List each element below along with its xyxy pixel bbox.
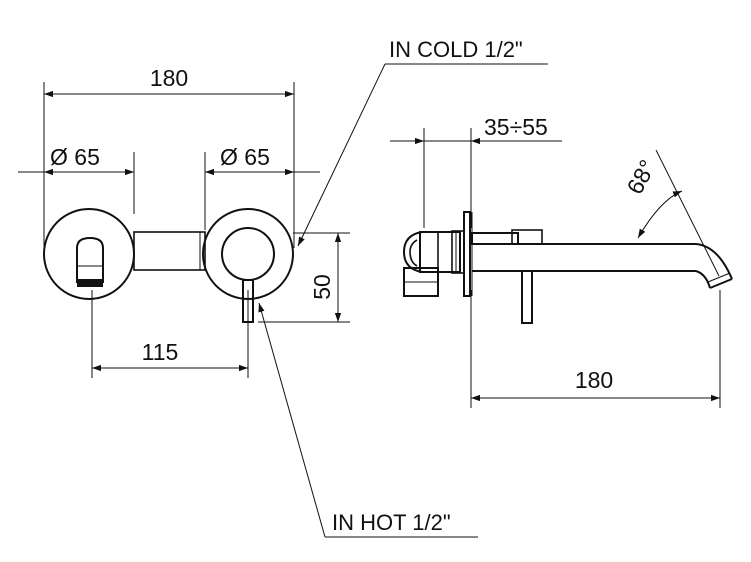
- side-view: 35÷55 180: [390, 114, 733, 408]
- lever-handle: [242, 279, 254, 323]
- side-wall-plate: [463, 211, 471, 297]
- handle-cap: [221, 227, 275, 281]
- front-view: 180 Ø 65 Ø 65 115 50: [18, 37, 548, 538]
- spout-angle-arc: [637, 190, 683, 239]
- spout-body: [471, 229, 733, 289]
- left-diameter-dimension: Ø 65: [50, 144, 100, 170]
- in-hot-label: IN HOT 1/2": [332, 510, 451, 535]
- handle-height-dimension: 50: [309, 274, 335, 300]
- spout-angle-dimension: 68°: [621, 155, 660, 198]
- spout-outlet: [76, 236, 104, 287]
- side-length-dimension: 180: [575, 367, 613, 393]
- in-cold-leader: [297, 63, 386, 247]
- side-lever-handle: [521, 270, 533, 324]
- in-hot-leader: [258, 302, 326, 538]
- wall-range-dimension: 35÷55: [484, 114, 548, 140]
- front-width-dimension: 180: [150, 65, 188, 91]
- angle-reference-line: [655, 149, 720, 277]
- spout-wall-plate: [43, 208, 135, 300]
- handle-wall-plate: [202, 208, 294, 300]
- spout-offset-dimension: 115: [142, 339, 179, 365]
- right-diameter-dimension: Ø 65: [220, 144, 270, 170]
- in-wall-valve: [402, 230, 465, 297]
- in-cold-label: IN COLD 1/2": [389, 37, 523, 62]
- mixer-body: [133, 231, 206, 271]
